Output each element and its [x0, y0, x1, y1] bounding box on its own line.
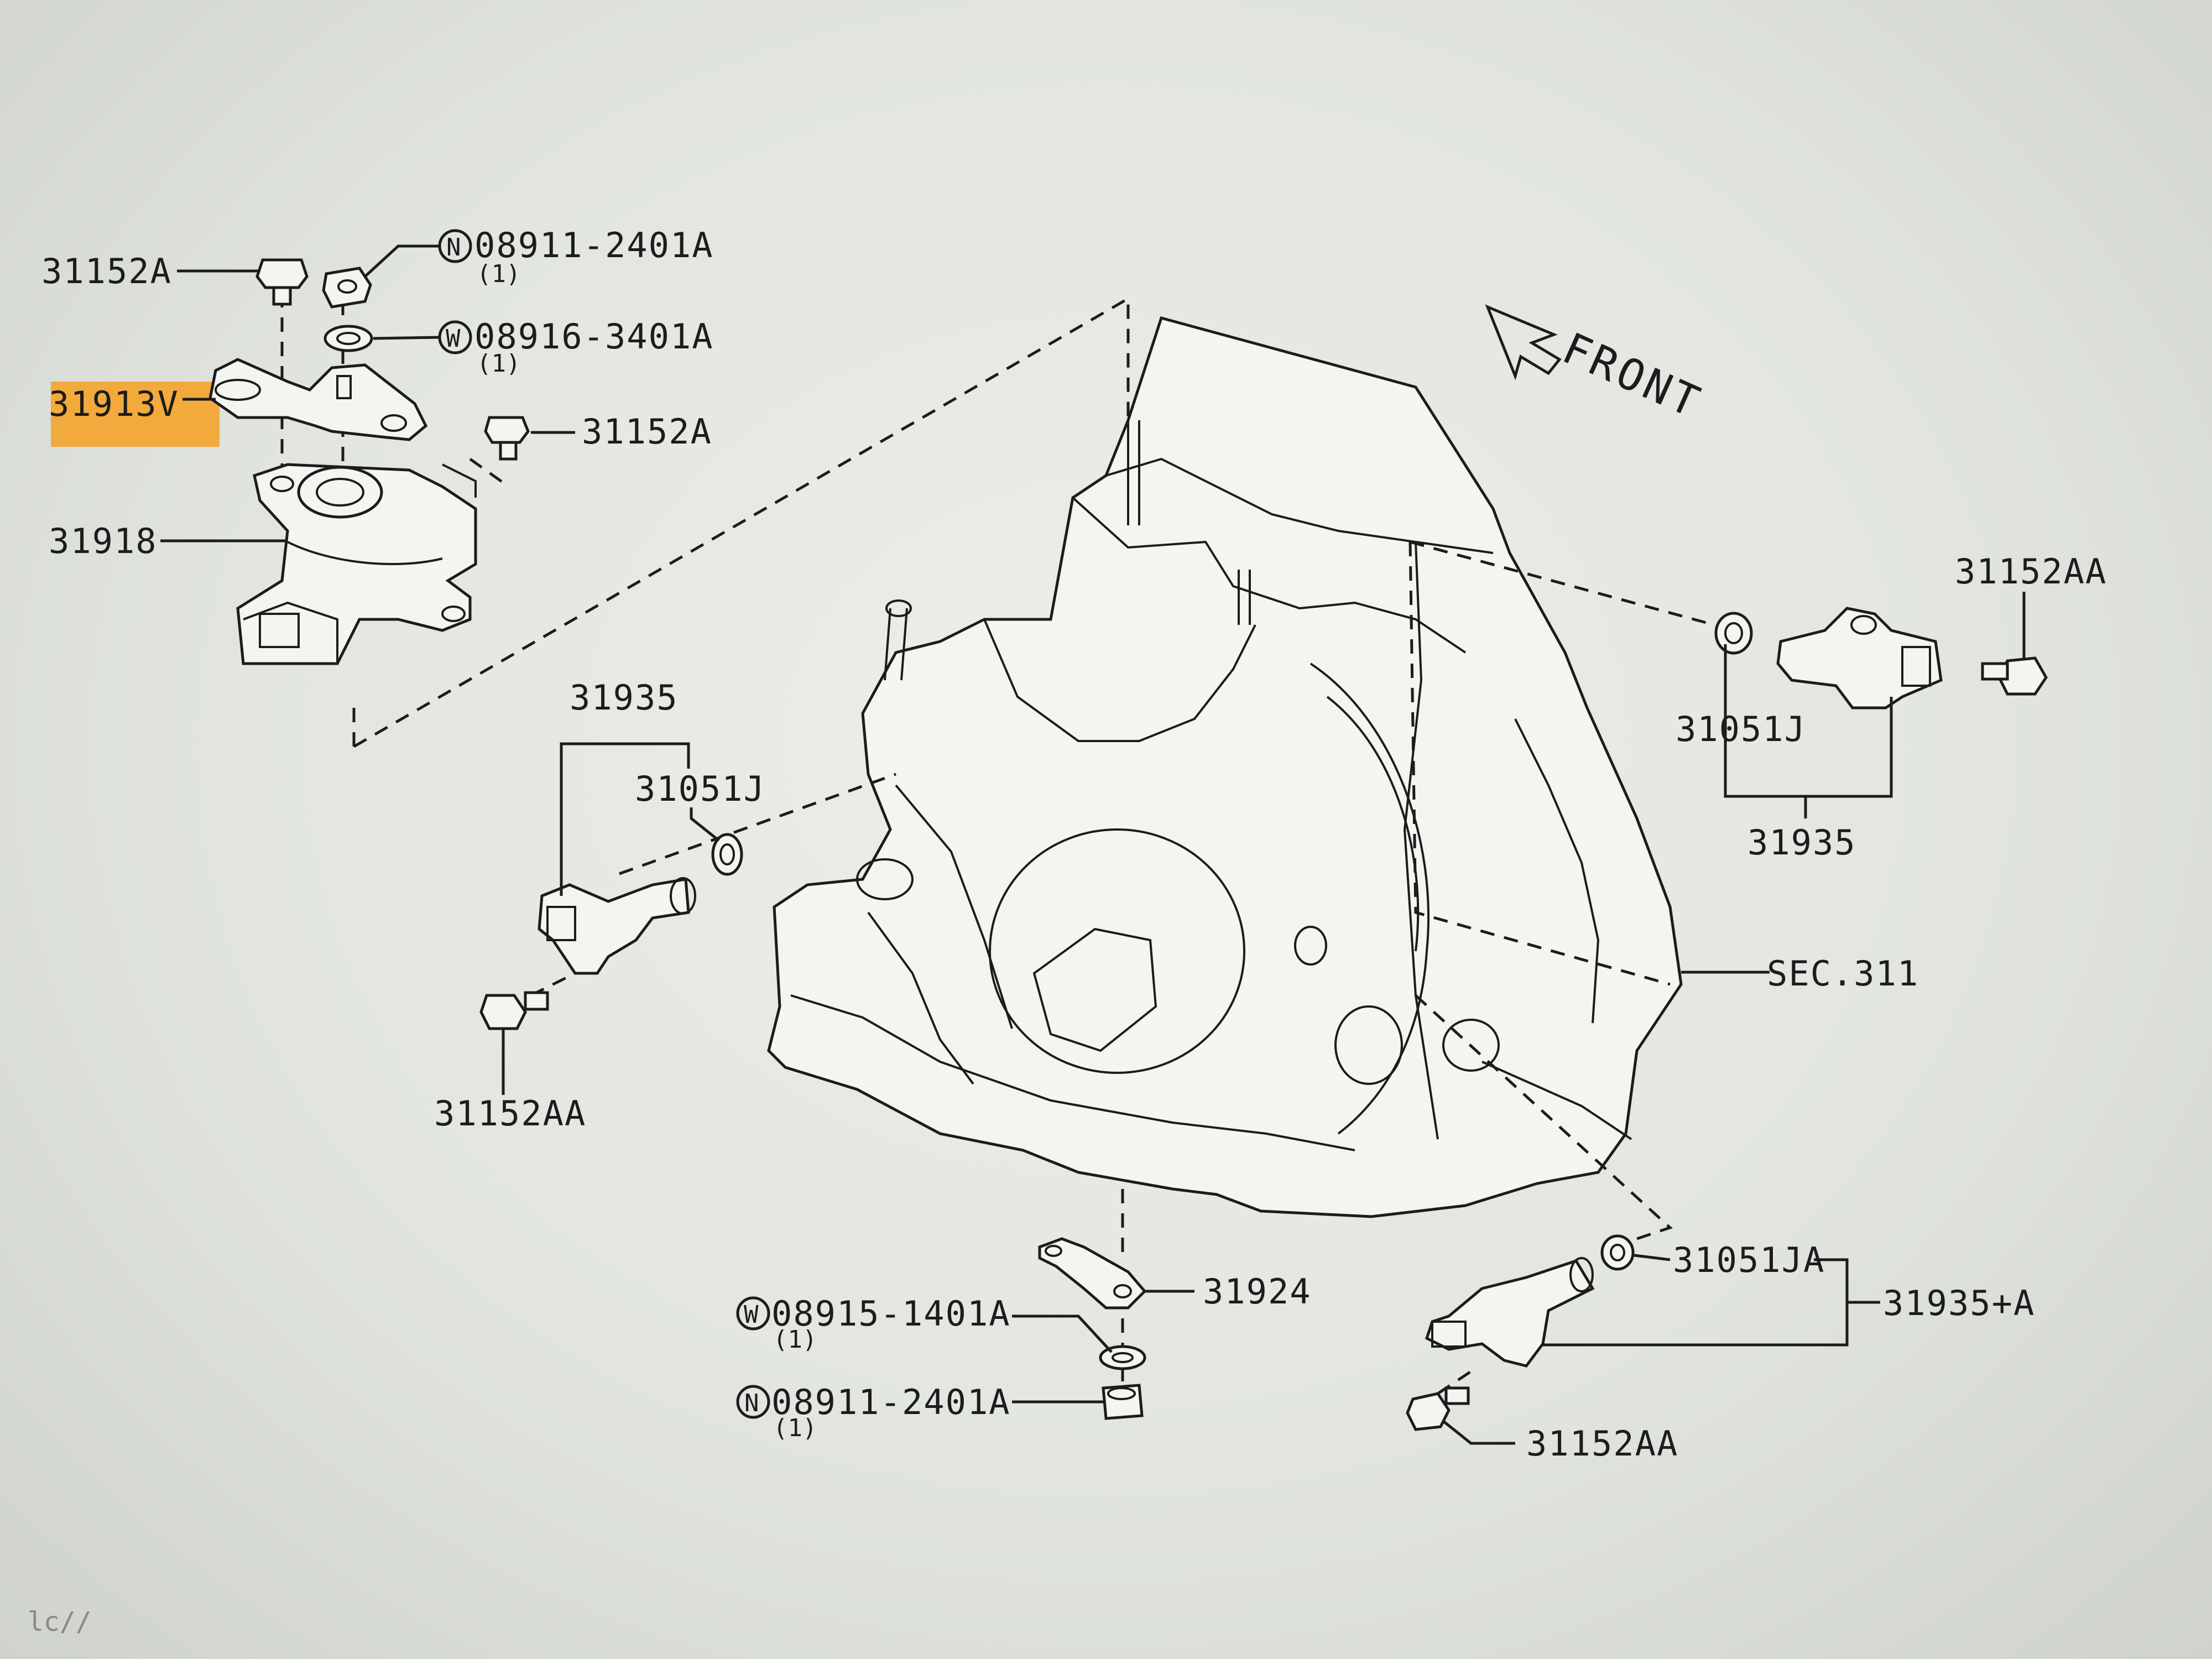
bolt-right-part[interactable] [484, 416, 530, 461]
nut-bottom-marker-letter: N [744, 1389, 759, 1417]
corner-text: lc// [28, 1606, 92, 1637]
label-nut-top: 08911-2401A [474, 225, 714, 265]
left-bolt-part[interactable] [479, 991, 549, 1030]
assembly-line-rightbolt [469, 457, 510, 488]
left-sensor-part[interactable] [538, 877, 696, 975]
washer-bottom-marker-icon [736, 1296, 770, 1331]
assembly-line-right-sensor-2 [1408, 541, 1671, 986]
assembly-line-left-sensor [619, 773, 896, 875]
label-oring-right: 31051J [1676, 709, 1806, 749]
nut-top-part[interactable] [322, 267, 372, 309]
washer-marker-icon [438, 320, 472, 354]
label-sensor-bottom-group: 31935+A [1883, 1283, 2035, 1323]
label-oring-left: 31051J [635, 769, 765, 809]
bracket-part[interactable] [208, 358, 428, 441]
lever-part[interactable] [1038, 1237, 1147, 1310]
label-oring-bottom: 31051JA [1673, 1240, 1825, 1280]
label-bolt-right-sensor: 31152AA [1955, 551, 2107, 592]
highlight-marker [51, 382, 220, 447]
label-nut-top-qty: (1) [477, 260, 520, 288]
label-bracket: 31913V [49, 384, 179, 424]
washer-top-part[interactable] [324, 325, 373, 352]
right-sensor-part[interactable] [1776, 607, 1943, 709]
switch-part[interactable] [236, 463, 477, 665]
label-washer-bottom: 08915-1401A [771, 1293, 1011, 1334]
label-bolt-right: 31152A [582, 411, 712, 452]
nut-bottom-marker-icon [736, 1385, 770, 1419]
left-oring-part[interactable] [711, 833, 743, 876]
label-lever: 31924 [1203, 1271, 1312, 1312]
label-washer-top: 08916-3401A [474, 316, 714, 357]
bottom-oring-part[interactable] [1600, 1234, 1635, 1271]
label-bolt-left: 31152AA [434, 1093, 586, 1134]
transmission-housing[interactable] [767, 316, 1683, 1218]
label-bolt-top: 31152A [41, 251, 172, 291]
bottom-sensor-part[interactable] [1425, 1257, 1595, 1368]
nut-bottom-part[interactable] [1102, 1384, 1144, 1420]
front-indicator: FRONT [1485, 304, 1709, 429]
right-oring-part[interactable] [1714, 612, 1753, 655]
right-bolt-part[interactable] [1981, 656, 2048, 696]
assembly-line-bottom-bolt [1437, 1370, 1472, 1395]
washer-marker-letter: W [446, 325, 461, 353]
assembly-line-switch [352, 296, 1130, 748]
washer-bottom-marker-letter: W [744, 1301, 759, 1329]
label-washer-bottom-qty: (1) [773, 1326, 817, 1354]
label-sensor-left-group: 31935 [570, 677, 679, 718]
nut-marker-icon [438, 229, 472, 263]
front-label: FRONT [1555, 324, 1709, 429]
label-bolt-bottom: 31152AA [1526, 1423, 1678, 1464]
bolt-top-part[interactable] [255, 258, 309, 306]
label-switch: 31918 [49, 521, 158, 561]
label-nut-bottom-qty: (1) [773, 1414, 817, 1442]
washer-bottom-part[interactable] [1099, 1345, 1146, 1370]
assembly-line-right-sensor [1410, 540, 1715, 627]
bottom-bolt-part[interactable] [1406, 1386, 1470, 1431]
label-section-ref: SEC.311 [1767, 953, 1919, 994]
front-arrow-icon [1485, 304, 1562, 380]
label-sensor-right-group: 31935 [1747, 822, 1856, 863]
label-nut-bottom: 08911-2401A [771, 1382, 1011, 1422]
label-washer-top-qty: (1) [477, 349, 520, 378]
nut-marker-letter: N [446, 233, 461, 262]
